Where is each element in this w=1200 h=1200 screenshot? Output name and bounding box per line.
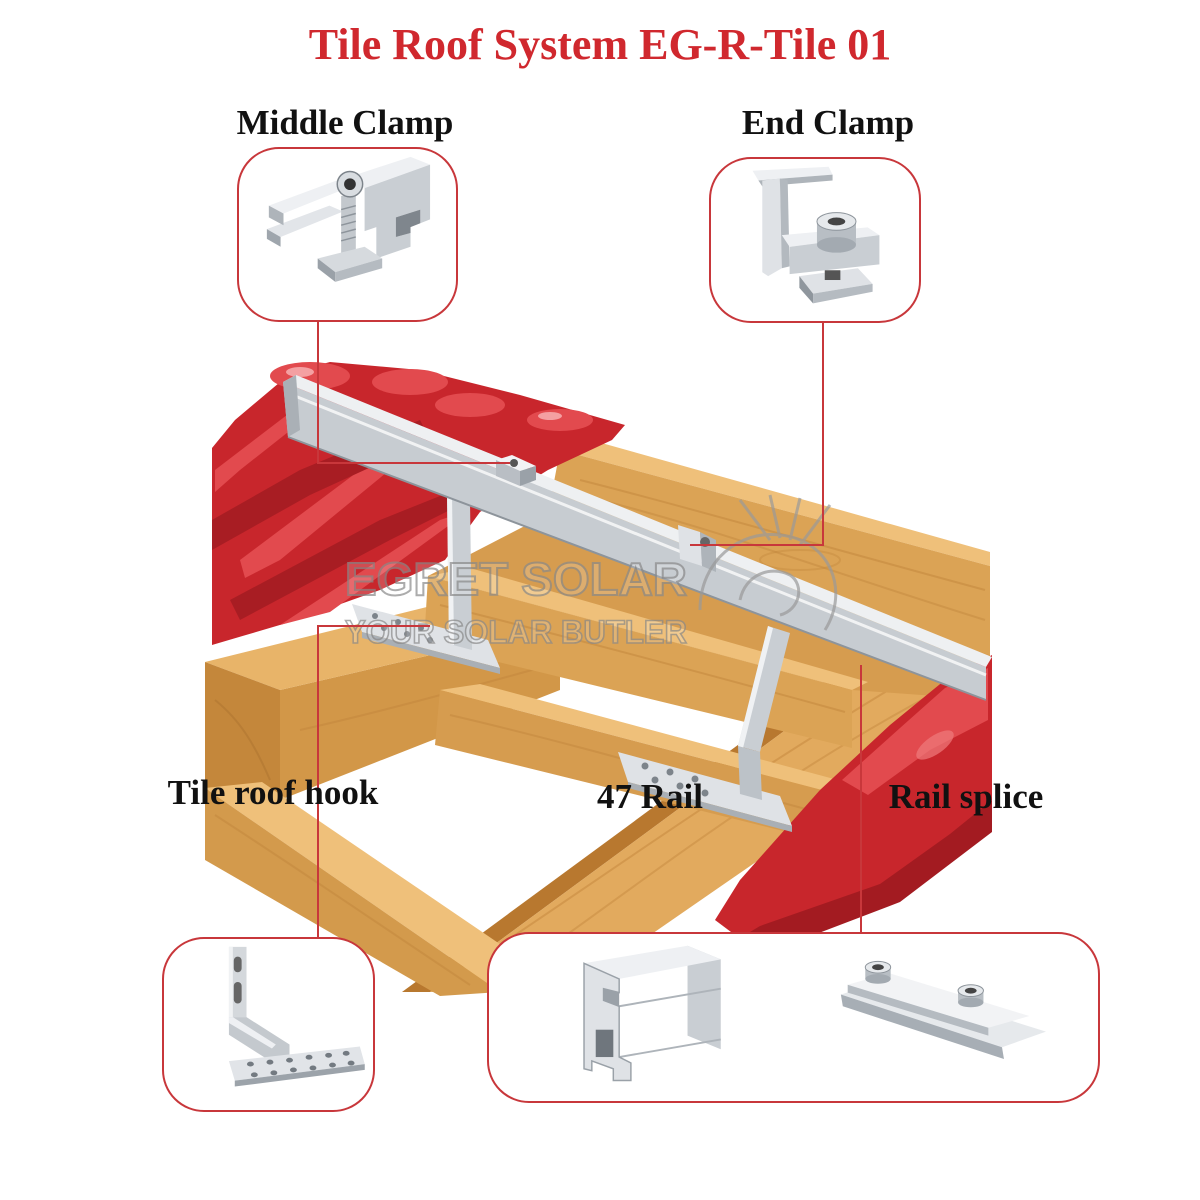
- tile-roof-hook-callout: [162, 937, 375, 1112]
- middle-clamp-callout: [237, 147, 458, 322]
- mounting-rail: [283, 375, 992, 701]
- rail-parts-illustration: [583, 945, 1046, 1082]
- rail-splice-icon: [840, 960, 1046, 1060]
- middle-clamp-label: Middle Clamp: [236, 103, 454, 142]
- batten-lower-left: [205, 782, 560, 996]
- diagram-title: Tile Roof System EG-R-Tile 01: [308, 20, 892, 69]
- egret-logo-icon: [698, 494, 838, 631]
- tile-roof-hook: [352, 492, 500, 674]
- watermark: EGRET SOLAR YOUR SOLAR BUTLER: [344, 494, 838, 651]
- leader-line-end-clamp: [690, 323, 824, 546]
- rail-label: 47 Rail: [597, 777, 703, 816]
- end-clamp-callout: [709, 157, 921, 323]
- middle-clamp: [496, 455, 536, 486]
- leader-line-middle-clamp: [317, 322, 510, 464]
- watermark-tagline: YOUR SOLAR BUTLER: [345, 614, 687, 650]
- end-clamp-icon: [752, 166, 880, 304]
- tile-roof-hook-icon: [228, 946, 365, 1087]
- rail-splice-label: Rail splice: [888, 777, 1044, 816]
- wood-deck-board: [428, 514, 990, 700]
- batten-top: [548, 442, 990, 655]
- roof-tile-right: [715, 655, 992, 944]
- rail-icon: [583, 945, 721, 1082]
- end-clamp-label: End Clamp: [741, 103, 915, 142]
- leader-line-tile-roof-hook: [317, 625, 430, 937]
- rail-and-splice-callout: [487, 932, 1100, 1103]
- watermark-brand: EGRET SOLAR: [345, 553, 687, 605]
- batten-middle: [424, 568, 868, 748]
- tile-roof-hook: [618, 626, 792, 832]
- tile-roof-hook-label: Tile roof hook: [167, 773, 379, 812]
- middle-clamp-icon: [266, 156, 431, 282]
